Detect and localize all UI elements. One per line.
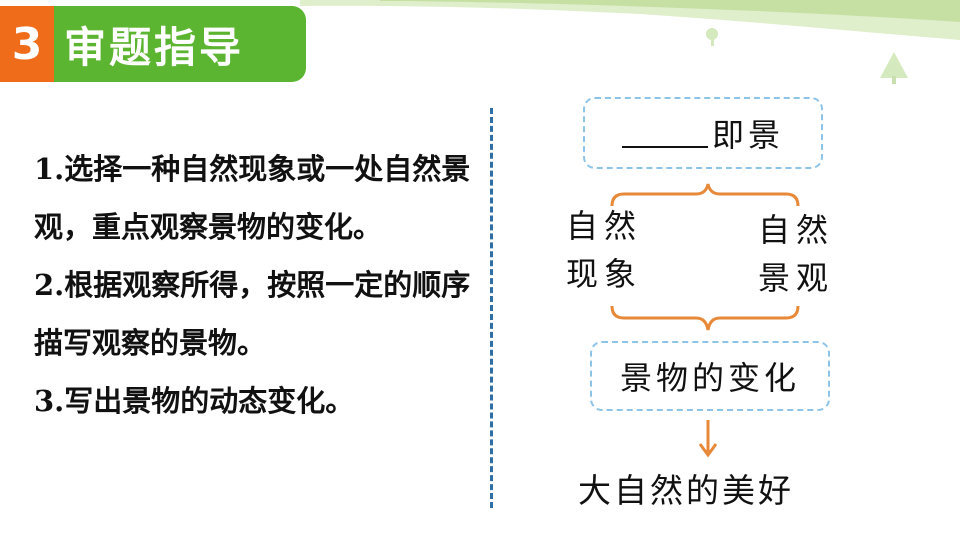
guide-item-2: 2.根据观察所得，按照一定的顺序描写观察的景物。 [34,268,471,360]
top-brace [610,183,800,207]
guide-item-1: 1.选择一种自然现象或一处自然景观，重点观察景物的变化。 [34,152,471,244]
branch-right-line-2: 景观 [758,259,835,297]
change-box: 景物的变化 [590,341,830,411]
guide-item-3: 3.写出景物的动态变化。 [34,384,355,418]
branch-right-line-1: 自然 [758,211,835,249]
down-arrow-head [698,443,718,458]
header-decoration [300,0,960,84]
topic-box: 即景 [583,97,823,169]
dashed-divider [490,108,493,508]
change-text: 景物的变化 [619,359,800,397]
bottom-brace [610,305,800,331]
result-text: 大自然的美好 [578,471,794,510]
topic-text: 即景 [711,116,784,154]
branch-natural-landscape: 自然 景观 [758,206,834,302]
branch-left-line-2: 现象 [566,255,643,293]
branch-natural-phenomenon: 自然 现象 [566,202,642,298]
fill-blank [621,118,708,148]
section-number-badge: 3 [0,6,54,82]
section-title: 审题指导 [54,6,306,82]
branch-left-line-1: 自然 [566,207,643,245]
guide-list: 1.选择一种自然现象或一处自然景观，重点观察景物的变化。 2.根据观察所得，按照… [34,140,474,430]
